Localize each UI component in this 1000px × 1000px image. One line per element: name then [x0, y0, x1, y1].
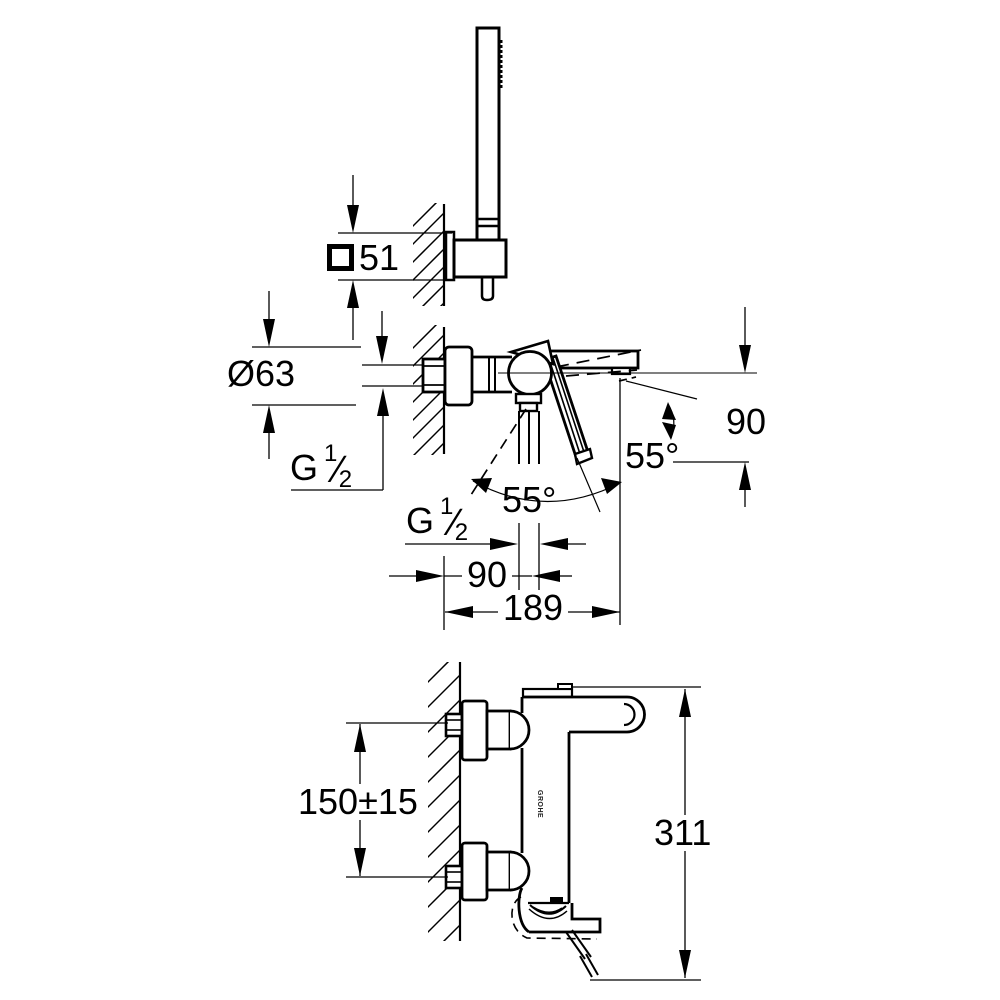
dimension-value: 55°	[625, 435, 680, 476]
angle-55-lower	[471, 457, 622, 513]
dimension-150	[346, 722, 448, 878]
hand-shower-view	[413, 26, 508, 306]
dimension-g12-inlet	[291, 311, 389, 491]
mixer-side-view	[428, 662, 646, 978]
dimension-311	[572, 686, 701, 981]
hand-shower-handle	[475, 26, 501, 242]
dimension-label-150: 150±15	[293, 784, 423, 820]
dimension-value: 55°	[502, 479, 557, 520]
dimension-value: 311	[654, 812, 712, 853]
dimension-value: 150±15	[298, 781, 418, 822]
mixer-escutcheon	[443, 345, 474, 407]
mixer-front-view	[362, 325, 757, 499]
wall-hatch-top	[413, 203, 445, 306]
lever-handle-end	[573, 447, 594, 466]
thread-numerator: 1	[324, 440, 338, 467]
shower-outlet	[514, 392, 543, 405]
dimension-label-311: 311	[649, 812, 717, 853]
dimension-label-55-lower: 55°	[502, 482, 556, 518]
dimension-value: 90	[467, 554, 508, 595]
dimension-value: 90	[726, 401, 767, 442]
thread-letter: G	[290, 447, 319, 488]
dimension-value: 51	[359, 237, 400, 278]
dimension-label-90-right: 90	[726, 404, 766, 440]
handle-button	[550, 897, 563, 903]
dimension-label-90-bottom: 90	[462, 554, 513, 595]
dimension-51	[338, 175, 452, 340]
dimension-label-55-upper: 55°	[625, 438, 679, 474]
inlet-bottom	[444, 864, 464, 890]
dimension-value: 189	[503, 587, 564, 628]
handle-alt-position-dashed	[511, 896, 598, 940]
dimension-label-189: 189	[498, 587, 569, 628]
square-symbol	[327, 243, 354, 271]
spray-face-dots	[499, 40, 503, 88]
inlet-top	[444, 712, 464, 738]
dimension-63	[252, 291, 361, 459]
handle-side	[529, 903, 602, 934]
spout-side	[523, 695, 646, 734]
fraction-slash: ⁄	[451, 502, 458, 544]
thread-denominator: 2	[454, 519, 469, 546]
hose-connector	[480, 277, 495, 302]
thread-denominator: 2	[338, 466, 353, 493]
dimension-label-square-51: 51	[327, 240, 399, 276]
dimension-label-dia63: Ø63	[227, 356, 295, 392]
angle-55-upper	[625, 380, 698, 440]
grohe-logo: GROHE	[536, 790, 543, 819]
inlet-union-nut	[421, 357, 447, 394]
dimension-value: Ø63	[227, 353, 296, 394]
handle-up-position-dashed	[555, 349, 642, 382]
fraction-slash: ⁄	[335, 449, 342, 491]
dimension-90-right	[673, 307, 751, 507]
lever-down-side	[565, 929, 599, 978]
thread-letter: G	[406, 500, 435, 541]
holder-bracket	[452, 238, 508, 279]
thread-numerator: 1	[440, 493, 454, 520]
